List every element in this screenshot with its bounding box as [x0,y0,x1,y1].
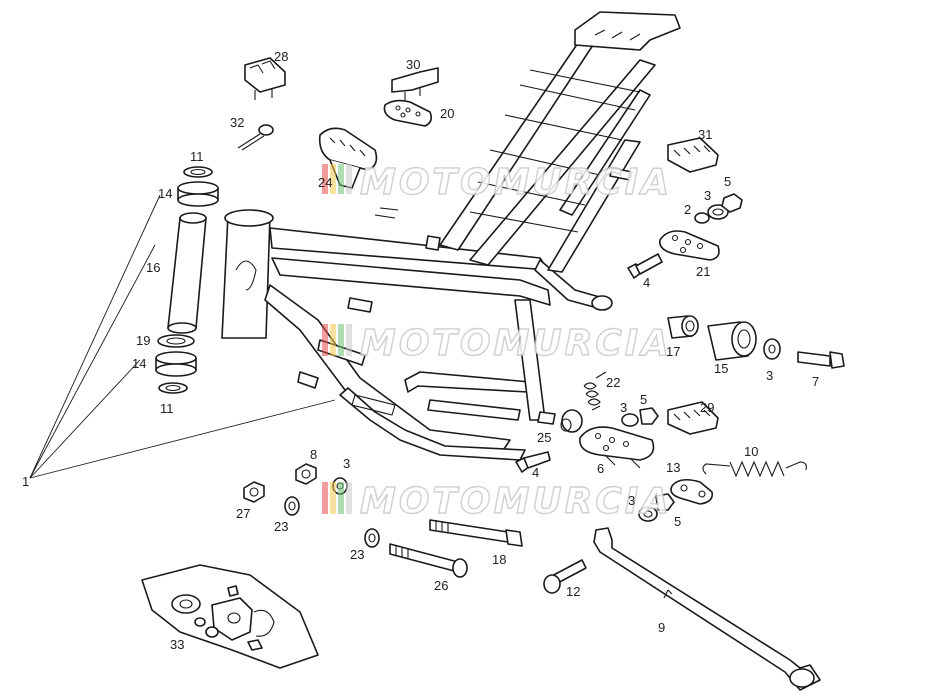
label-part-11b: 11 [160,401,174,416]
spring-10 [702,460,807,478]
label-part-15: 15 [714,361,728,376]
bolt-7 [797,351,845,369]
label-part-4b: 4 [532,465,539,480]
eye-bolt-32 [237,124,274,151]
leader-lines [29,194,336,479]
nut-27 [243,481,265,503]
washer-nut-set-right [694,193,743,224]
label-part-16: 16 [146,260,160,275]
footpeg-29 [667,401,719,435]
label-part-21: 21 [696,264,710,279]
label-part-9: 9 [658,620,665,635]
label-part-3e: 3 [343,456,350,471]
main-frame [221,11,681,461]
label-part-23a: 23 [274,519,288,534]
label-part-32: 32 [230,115,244,130]
label-part-5c: 5 [674,514,681,529]
bushing-25 [560,409,583,433]
label-part-17: 17 [666,344,680,359]
nut-8 [295,463,317,485]
hardware-kit-33 [141,564,319,669]
washer-23-b [364,528,380,548]
footpeg-6 [579,426,655,469]
watermark-text-mid: MOTOMURCIA [360,323,672,364]
part-labels: 1 2 3 3 3 3 3 4 4 5 5 5 6 7 8 9 10 11 11… [22,49,819,652]
label-part-11a: 11 [190,149,204,164]
watermark-text-bottom: MOTOMURCIA [360,481,672,522]
label-part-23b: 23 [350,547,364,562]
label-part-4a: 4 [643,275,650,290]
label-part-3d: 3 [628,493,635,508]
label-part-6: 6 [597,461,604,476]
label-part-7: 7 [812,374,819,389]
washer-nut-set-lower [638,493,675,522]
watermark-logo-bottom: MOTOMURCIA [322,480,672,523]
bushing-15 [707,321,757,361]
watermark-group: MOTOMURCIA MOTOMURCIA MOTOMURCIA [322,161,672,523]
label-part-22: 22 [606,375,620,390]
bolt-4-upper [627,253,663,279]
bracket-28 [244,57,286,100]
label-part-2: 2 [684,202,691,217]
washer-nut-set-mid [621,407,659,427]
label-part-8: 8 [310,447,317,462]
label-part-25: 25 [537,430,551,445]
washer-23-a [284,496,300,516]
bolt-4-lower [515,451,551,473]
bolt-18 [429,519,523,547]
label-part-28: 28 [274,49,288,64]
watermark-text-top: MOTOMURCIA [360,162,672,203]
label-part-18: 18 [492,552,506,567]
label-part-5b: 5 [640,392,647,407]
label-part-20: 20 [440,106,454,121]
label-part-13: 13 [666,460,680,475]
footpeg-20 [383,99,432,127]
label-part-14b: 14 [132,356,146,371]
label-part-3a: 3 [704,188,711,203]
footpeg-31 [667,137,719,173]
bracket-13 [670,478,714,505]
label-part-26: 26 [434,578,448,593]
side-stand-9 [593,527,821,691]
label-part-24: 24 [318,175,332,190]
label-part-31: 31 [698,127,712,142]
label-part-30: 30 [406,57,420,72]
watermark-logo-top: MOTOMURCIA [322,161,672,204]
bolt-26 [389,543,468,578]
label-part-27: 27 [236,506,250,521]
label-part-1: 1 [22,474,29,489]
footpeg-24 [318,127,378,189]
bolt-12 [543,559,587,594]
label-part-19: 19 [136,333,150,348]
label-part-3c: 3 [620,400,627,415]
label-part-29: 29 [700,400,714,415]
bracket-30 [391,67,439,100]
label-part-12: 12 [566,584,580,599]
bushing-17 [667,315,699,339]
label-part-33: 33 [170,637,184,652]
label-part-5a: 5 [724,174,731,189]
label-part-14a: 14 [158,186,172,201]
footpeg-21 [658,230,720,261]
label-part-3b: 3 [766,368,773,383]
spring-22 [583,371,607,411]
label-part-10: 10 [744,444,758,459]
washer-3-right [763,338,781,360]
watermark-logo-mid: MOTOMURCIA [322,322,672,365]
steering-bearing-stack [155,166,219,394]
